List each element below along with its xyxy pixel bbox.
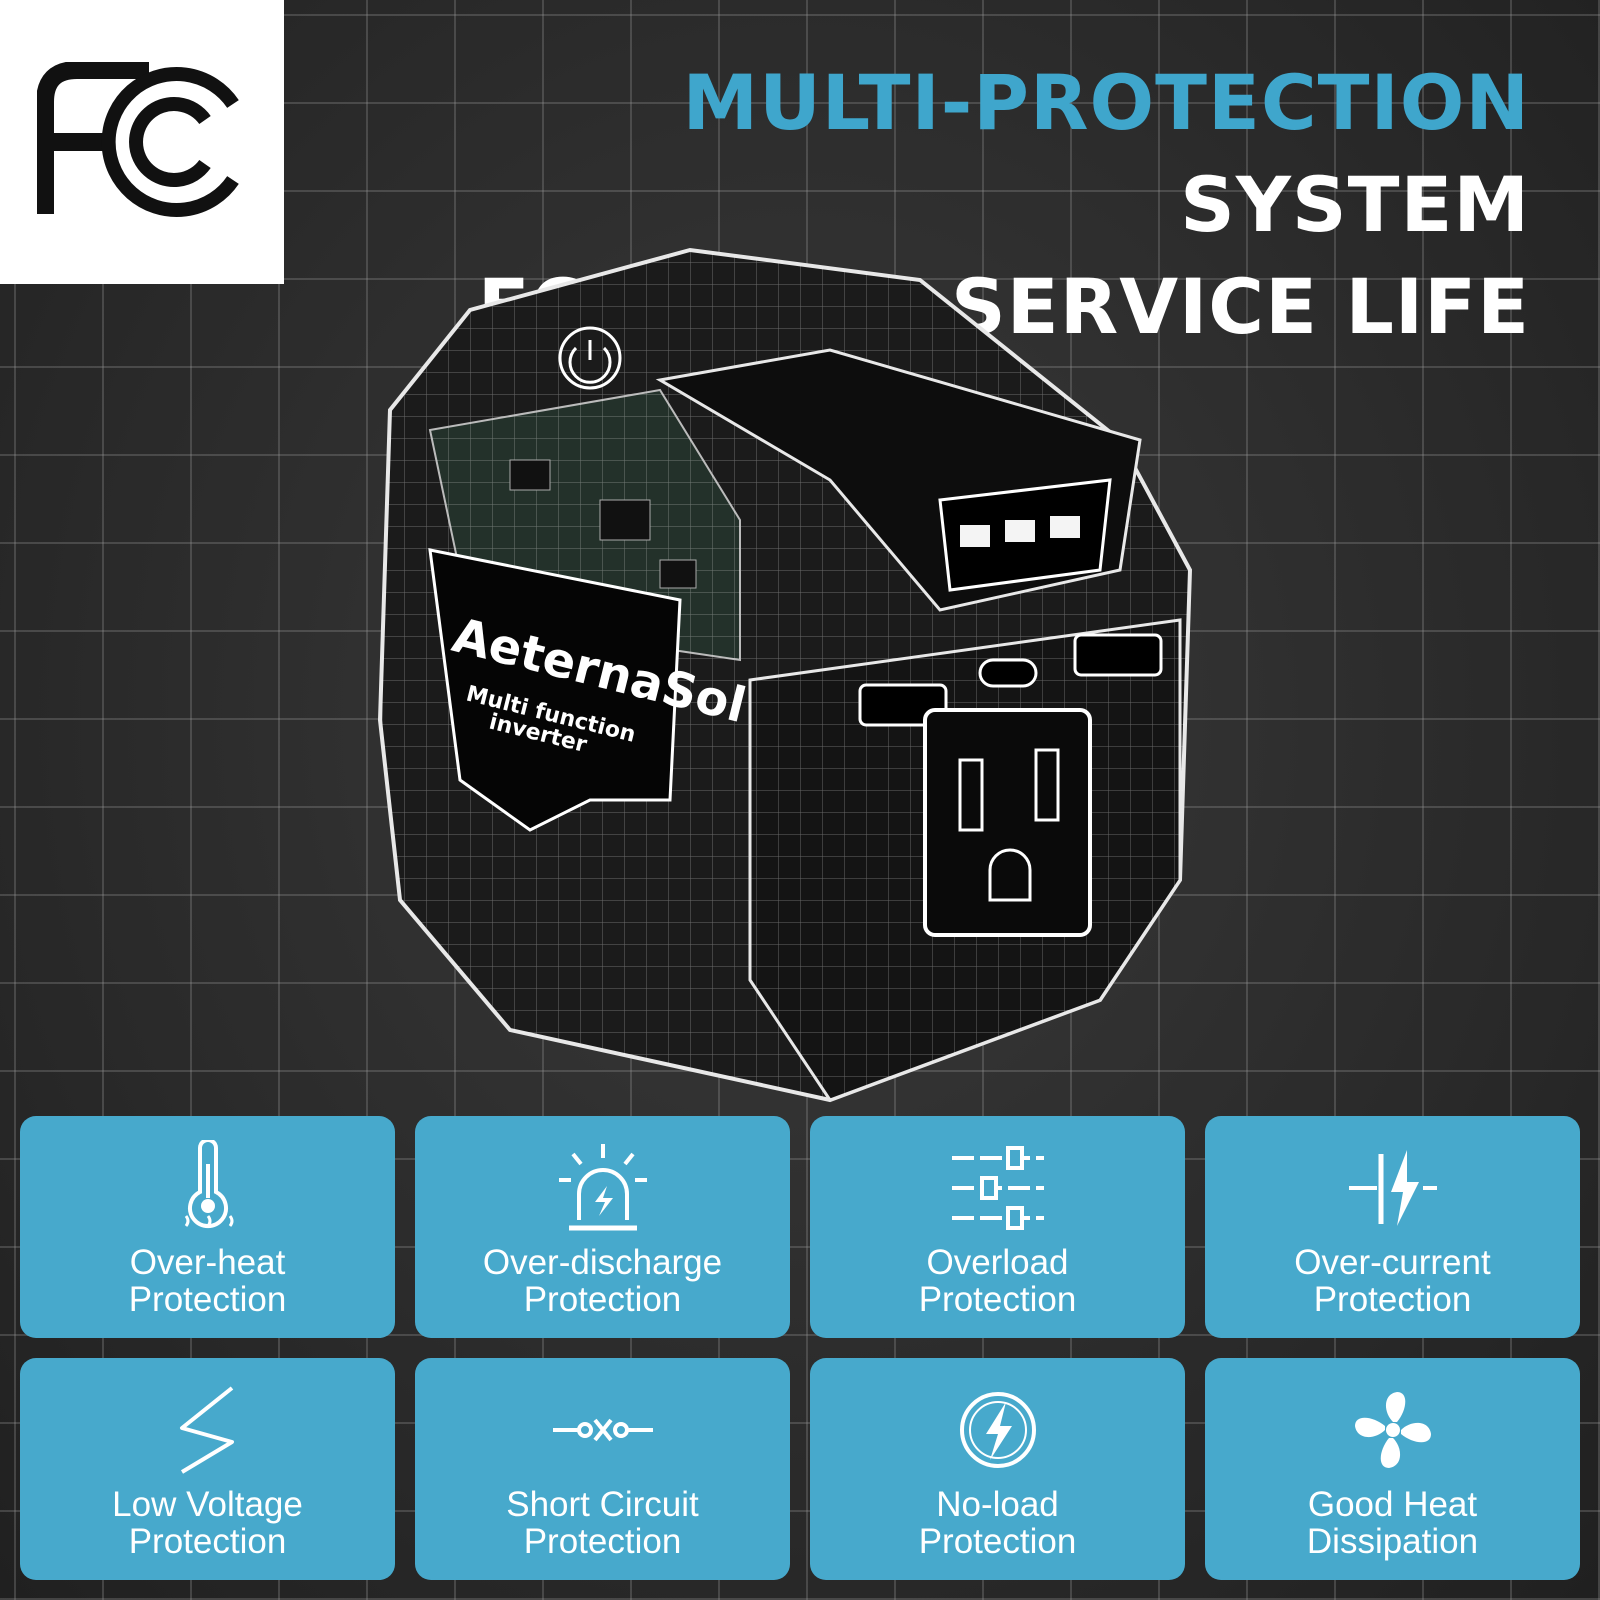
feature-line-2: Protection (523, 1280, 682, 1319)
product-illustration: AeternaSol Multi function inverter (360, 240, 1240, 1120)
feature-line-1: Over-current (1294, 1243, 1491, 1282)
bolt-gap-icon (1348, 1150, 1437, 1226)
feature-line-2: Dissipation (1306, 1522, 1479, 1561)
inverter-drawing: AeternaSol Multi function inverter (377, 247, 1193, 1103)
feature-line-1: No-load (936, 1485, 1059, 1524)
usb-c-port (978, 658, 1038, 688)
feature-line-1: Overload (926, 1243, 1069, 1282)
alarm-light-icon (558, 1144, 647, 1231)
fcc-logo-icon (37, 62, 239, 217)
headline-accent: MULTI-PROTECTION (682, 58, 1530, 147)
power-button (558, 326, 622, 390)
broken-circuit-icon (552, 1418, 653, 1442)
headline-line-1-rest: SYSTEM (1180, 160, 1530, 249)
feature-line-1: Low Voltage (112, 1485, 303, 1524)
feature-line-2: Protection (918, 1522, 1077, 1561)
zigzag-voltage-icon (179, 1386, 234, 1474)
feature-line-1: Over-discharge (482, 1243, 723, 1282)
feature-line-2: Protection (128, 1280, 287, 1319)
fan-icon (1354, 1392, 1431, 1468)
headline-line-1: MULTI-PROTECTION SYSTEM (310, 52, 1530, 256)
no-load-bolt-icon (959, 1392, 1036, 1468)
fcc-badge (0, 0, 284, 284)
feature-line-2: Protection (1313, 1280, 1472, 1319)
feature-line-1: Short Circuit (506, 1485, 699, 1524)
feature-line-2: Protection (128, 1522, 287, 1561)
feature-line-1: Over-heat (129, 1243, 286, 1282)
usb-a-port (1073, 633, 1163, 677)
ac-outlet (923, 708, 1092, 937)
thermometer-heat-icon (184, 1140, 233, 1229)
feature-line-2: Protection (918, 1280, 1077, 1319)
slider-levels-icon (951, 1146, 1044, 1230)
feature-line-1: Good Heat (1307, 1485, 1478, 1524)
feature-line-2: Protection (523, 1522, 682, 1561)
